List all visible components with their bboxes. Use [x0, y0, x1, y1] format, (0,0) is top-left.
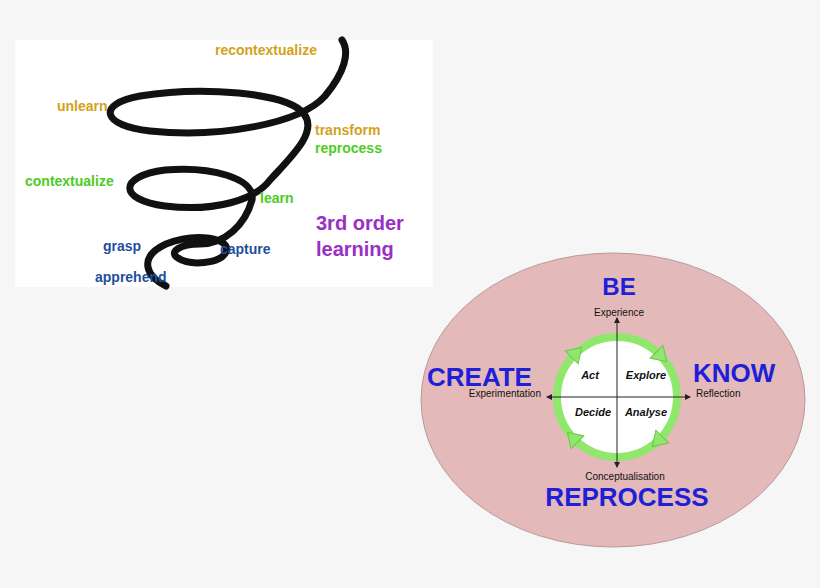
cycle-arrowhead: [565, 341, 588, 364]
quadrant-label: Explore: [626, 369, 666, 382]
quadrant-heading: BE: [602, 273, 635, 301]
cycle-arrowhead-shape: [646, 430, 669, 453]
cycle-arrowhead-shape: [650, 345, 673, 368]
quadrant-heading: CREATE: [427, 362, 532, 392]
cycle-arrowhead: [561, 426, 584, 449]
axis-label: Experimentation: [469, 388, 541, 400]
quadrant-label: Analyse: [625, 406, 667, 419]
axis-label: Experience: [594, 307, 644, 319]
axis-arrowhead: [685, 394, 691, 400]
spiral-line: [110, 40, 345, 286]
spiral-label: unlearn: [57, 98, 108, 114]
spiral-label: apprehend: [95, 269, 167, 285]
cycle-arrowhead: [650, 345, 673, 368]
spiral-label: 3rd order learning: [316, 210, 434, 262]
spiral-label: learn: [260, 190, 293, 206]
quadrant-heading: REPROCESS: [545, 482, 708, 512]
spiral-label: contextualize: [25, 173, 114, 189]
spiral-label: grasp: [103, 238, 141, 254]
quadrant-label: Act: [581, 369, 599, 382]
spiral-label: transform: [315, 122, 380, 138]
axis-label: Reflection: [696, 388, 740, 400]
ellipse-shape: [421, 253, 805, 547]
axis-line: [547, 397, 690, 398]
axis-arrowhead: [614, 462, 620, 468]
cycle-arrowhead-shape: [561, 426, 584, 449]
axis-arrowhead: [546, 394, 552, 400]
quadrant-heading: KNOW: [693, 358, 775, 388]
cycle-arrowhead: [646, 430, 669, 453]
cycle-arrowhead-shape: [565, 341, 588, 364]
learning-cycle-circle: Act ExploreDecide Analyse: [551, 331, 683, 463]
spiral-label: recontextualize: [215, 42, 317, 58]
spiral-label: capture: [220, 241, 271, 257]
axis-label: Conceptualisation: [585, 471, 665, 483]
axis-line: [617, 318, 618, 467]
spiral-label: reprocess: [315, 140, 382, 156]
be-know-ellipse: Act ExploreDecide Analyse BE ExperienceCREAT…: [420, 252, 806, 548]
quadrant-label: Decide: [575, 406, 611, 419]
node-outline: [551, 331, 683, 463]
